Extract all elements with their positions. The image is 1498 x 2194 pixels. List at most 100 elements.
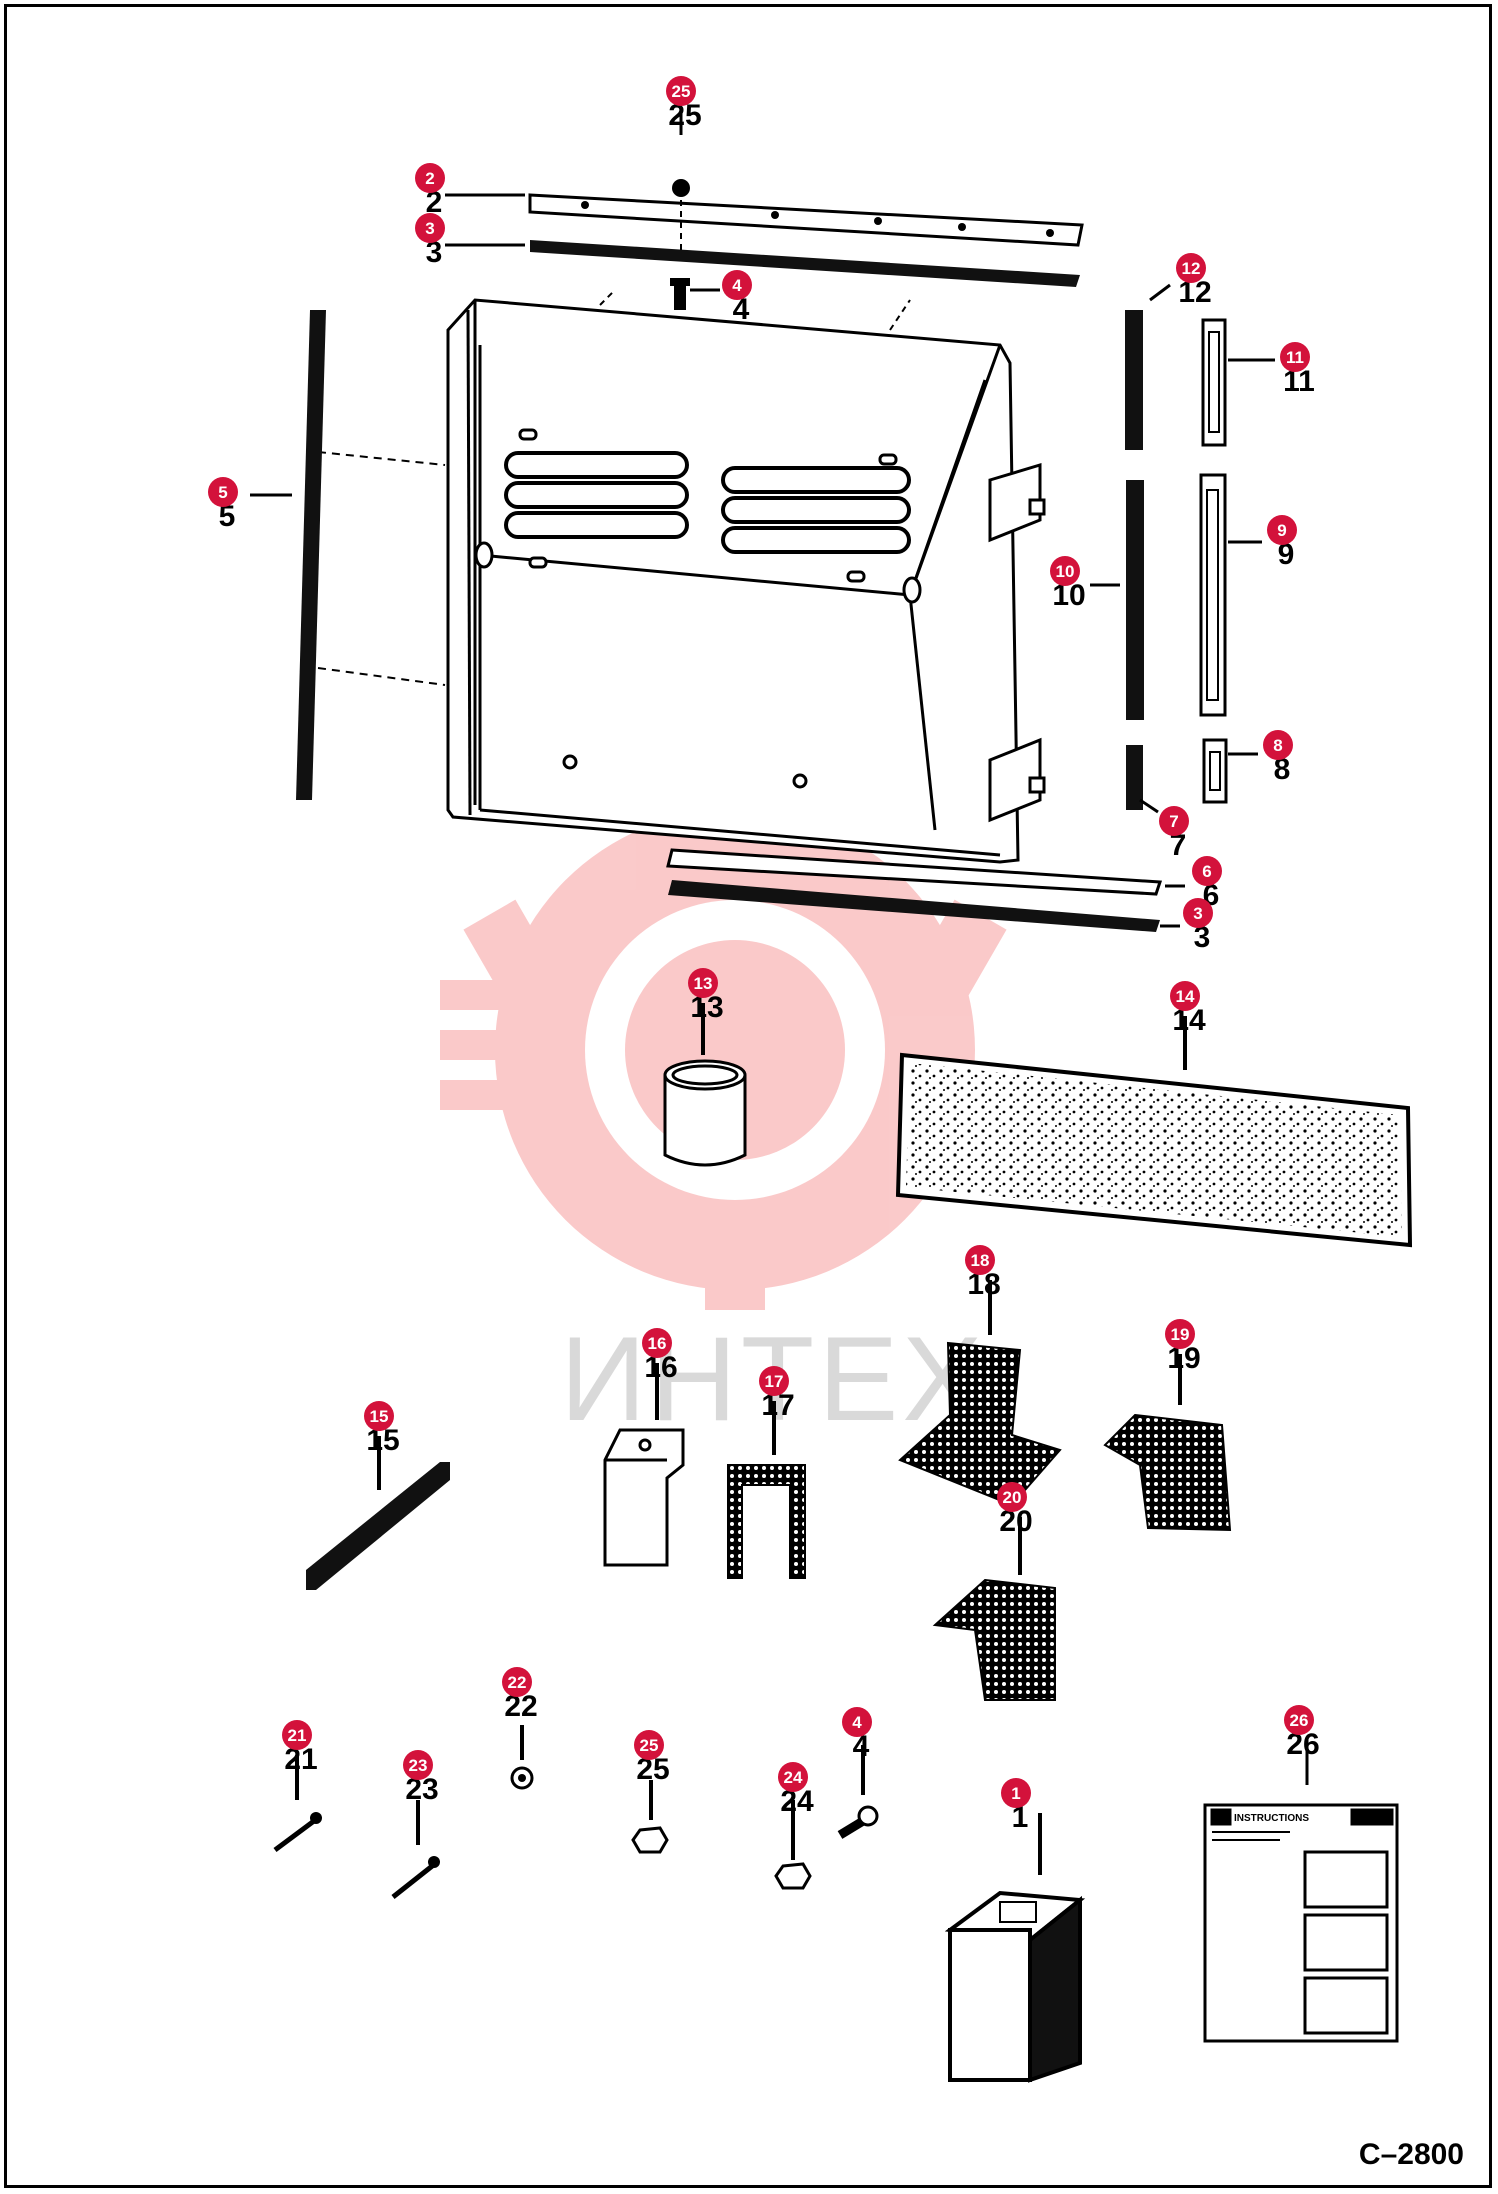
washer-part-22 (510, 1725, 534, 1790)
seal-strip-part-12 (1125, 283, 1171, 450)
rivet-part-23 (391, 1800, 440, 1899)
callout-label: 4 (852, 1713, 862, 1732)
callout-badge (688, 968, 718, 998)
rivet-part-21 (273, 1755, 322, 1853)
callout-8: 88 (1263, 730, 1293, 786)
callout-badge (502, 1667, 532, 1697)
callout-badge (1170, 981, 1200, 1011)
instruction-sheet-part-26 (1203, 1740, 1399, 2043)
callout-label: 25 (672, 82, 691, 101)
part-number-text: 4 (733, 293, 750, 326)
mesh-angle-part-19 (1103, 1354, 1232, 1532)
bracket-part-9 (1199, 473, 1262, 717)
part-number-text: 9 (1278, 538, 1295, 571)
callout-badge (415, 213, 445, 243)
callout-badge (1159, 806, 1189, 836)
callout-badge (1050, 556, 1080, 586)
callout-label: 5 (218, 483, 227, 502)
callout-badge (1183, 898, 1213, 928)
callout-badge (1280, 342, 1310, 372)
top-strip-part-2 (445, 193, 1084, 247)
instruction-sheet-label: INSTRUCTIONS (1234, 1813, 1309, 1824)
bar-part-15 (306, 1436, 450, 1590)
hinge-lower (988, 737, 1046, 823)
kit-box-part-1 (944, 1813, 1086, 2083)
callout-badge (778, 1762, 808, 1792)
callout-label: 20 (1003, 1488, 1022, 1507)
callout-badge (634, 1730, 664, 1760)
callout-label: 8 (1273, 736, 1282, 755)
callout-label: 13 (694, 974, 713, 993)
screw-part-4 (837, 1745, 879, 1839)
callout-badge (642, 1328, 672, 1358)
callout-badge (722, 270, 752, 300)
callout-label: 10 (1056, 562, 1075, 581)
top-nut-part-25 (672, 110, 690, 255)
callout-9: 99 (1267, 515, 1297, 571)
part-number-text: 8 (1274, 753, 1291, 786)
bottom-gasket-part-3 (668, 880, 1180, 932)
callout-badge (1267, 515, 1297, 545)
left-seal-part-5 (250, 310, 326, 800)
part-number-text: 1 (1012, 1801, 1029, 1834)
callout-5: 55 (208, 477, 238, 533)
callout-badge (1176, 253, 1206, 283)
callout-label: 7 (1169, 812, 1178, 831)
callout-badge (1263, 730, 1293, 760)
hinge-upper (988, 462, 1046, 543)
callout-badge (403, 1750, 433, 1780)
callout-badge (1192, 856, 1222, 886)
callout-label: 14 (1176, 987, 1195, 1006)
nut-part-24 (774, 1800, 812, 1890)
part-number-text: 2 (426, 186, 443, 219)
callout-3: 33 (415, 213, 445, 269)
callout-label: 22 (508, 1673, 527, 1692)
main-enclosure-housing (446, 298, 1020, 864)
callout-badge (208, 477, 238, 507)
callout-badge (282, 1720, 312, 1750)
bracket-part-11 (1201, 318, 1275, 447)
callout-label: 9 (1277, 521, 1286, 540)
bracket-part-8 (1202, 738, 1258, 804)
callout-label: 11 (1286, 348, 1304, 367)
part-number-text: 5 (219, 500, 236, 533)
callout-badge (415, 163, 445, 193)
callout-badge (666, 76, 696, 106)
part-number-text: 7 (1170, 829, 1187, 862)
u-screen-part-17 (727, 1401, 806, 1579)
callout-7: 77 (1159, 806, 1189, 862)
callout-3: 33 (1183, 898, 1213, 954)
callout-label: 15 (370, 1407, 389, 1426)
part-number-text: 3 (1194, 921, 1211, 954)
callout-label: 24 (784, 1768, 803, 1787)
callout-badge (759, 1366, 789, 1396)
callout-label: 23 (409, 1756, 428, 1775)
figure-code: C–2800 (1358, 2138, 1464, 2171)
callout-label: 6 (1202, 862, 1211, 881)
callout-4: 44 (722, 270, 752, 326)
screen-panel-part-14 (895, 1016, 1413, 1248)
callout-label: 4 (732, 276, 742, 295)
callout-label: 19 (1171, 1325, 1190, 1344)
bottom-strip-part-6 (666, 848, 1185, 896)
diagram-frame (4, 4, 1492, 2188)
bracket-part-16 (603, 1363, 685, 1567)
callout-label: 21 (288, 1726, 307, 1745)
callout-badge (965, 1245, 995, 1275)
